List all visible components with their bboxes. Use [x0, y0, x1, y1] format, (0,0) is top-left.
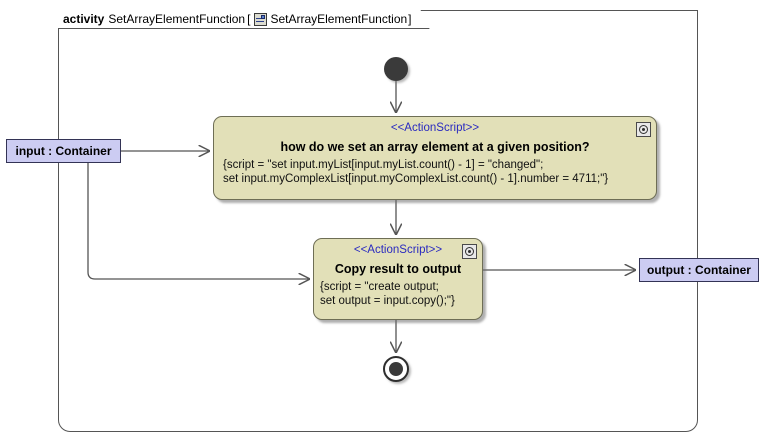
- action-1-script-line-1: {script = "set input.myList[input.myList…: [223, 159, 544, 171]
- action-2-script-line-1: {script = "create output;: [320, 281, 439, 293]
- action-1-title: how do we set an array element at a give…: [280, 140, 590, 154]
- behavior-gear-icon[interactable]: [462, 244, 477, 259]
- gear-dot: [642, 128, 645, 131]
- gear-dot: [468, 250, 471, 253]
- gear-ring: [639, 125, 648, 134]
- activity-parameter-node-output[interactable]: output : Container: [639, 258, 759, 282]
- frame-bracket-close: ]: [408, 12, 412, 26]
- action-node-set-array-element[interactable]: <<ActionScript>> how do we set an array …: [213, 116, 657, 200]
- final-node-inner: [389, 362, 403, 376]
- frame-qualified-name: SetArrayElementFunction: [270, 12, 408, 26]
- frame-keyword: activity: [63, 12, 105, 26]
- action-2-stereotype: <<ActionScript>>: [353, 244, 443, 256]
- activity-frame-top-edge: [420, 10, 698, 11]
- initial-node[interactable]: [384, 57, 408, 81]
- action-2-title: Copy result to output: [334, 262, 462, 276]
- activity-parameter-node-input[interactable]: input : Container: [6, 139, 121, 163]
- action-1-stereotype: <<ActionScript>>: [390, 122, 480, 134]
- action-node-copy-result-to-output[interactable]: <<ActionScript>> Copy result to output {…: [313, 238, 483, 320]
- gear-ring: [465, 247, 474, 256]
- behavior-gear-icon[interactable]: [636, 122, 651, 137]
- activity-final-node[interactable]: [383, 356, 409, 382]
- action-1-script-line-2: set input.myComplexList[input.myComplexL…: [223, 173, 609, 185]
- action-2-script-line-2: set output = input.copy();"}: [320, 295, 455, 307]
- frame-bracket-open: [: [247, 12, 251, 26]
- activity-frame: [58, 10, 698, 432]
- activity-diagram-icon: [254, 13, 267, 26]
- frame-name: SetArrayElementFunction: [108, 12, 246, 26]
